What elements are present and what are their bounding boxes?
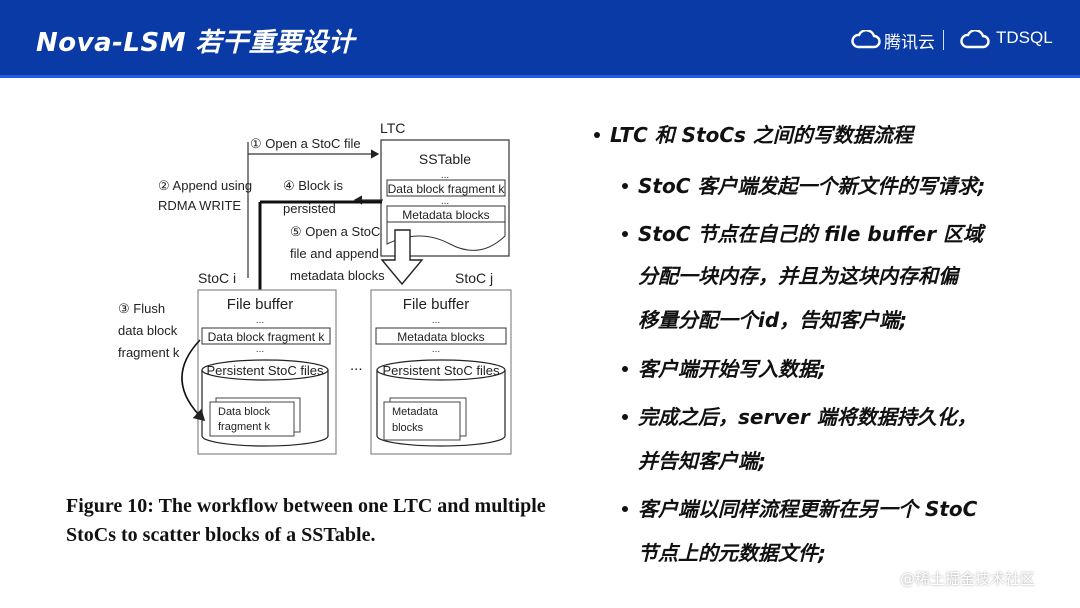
- ltc-row-data-block: [386, 179, 506, 197]
- stoc-j-persistent-label: Persistent StoC files: [382, 363, 500, 378]
- step3-label-2: data block: [118, 323, 178, 338]
- bullet-5-line-1: 节点上的元数据文件;: [638, 541, 826, 565]
- stoc-j-label: StoC j: [455, 270, 493, 286]
- brand-tencent-cloud: 腾讯云: [884, 33, 935, 52]
- step2-label-2: RDMA WRITE: [158, 198, 241, 213]
- ltc-row-metadata-label: Metadata blocks: [402, 208, 489, 222]
- stoc-j-ellipsis-1: ...: [432, 315, 440, 326]
- bullet-1-line-0: StoC 客户端发起一个新文件的写请求;: [638, 174, 986, 198]
- ltc-ellipsis-2: ...: [441, 196, 449, 207]
- bullet-3-line-0: 客户端开始写入数据;: [638, 357, 826, 381]
- step2-label-1: ② Append using: [158, 178, 252, 193]
- bullet-dot-4: [622, 414, 628, 420]
- stoc-j-file-front: [383, 401, 461, 441]
- brand-separator: [943, 30, 944, 50]
- page-title: Nova-LSM 若干重要设计: [36, 28, 355, 58]
- stoc-i-ellipsis-2: ...: [256, 344, 264, 355]
- figure-caption: Figure 10: The workflow between one LTC …: [66, 495, 546, 546]
- stoc-j-file-line-2: blocks: [392, 422, 424, 434]
- bullet-2-line-0: StoC 节点在自己的 file buffer 区域: [638, 222, 984, 246]
- step5-label-2: file and append: [290, 246, 379, 261]
- ltc-row-data-block-label: Data block fragment k: [388, 182, 506, 196]
- stoc-i-row: [201, 327, 331, 345]
- step3-label-3: fragment k: [118, 345, 180, 360]
- bullet-4-line-0: 完成之后，server 端将数据持久化，: [638, 405, 977, 429]
- stoc-i-label: StoC i: [198, 270, 236, 286]
- stoc-j-file-line-1: Metadata: [392, 406, 439, 418]
- ltc-row-metadata: [386, 205, 506, 223]
- step3-label-1: ③ Flush: [118, 301, 165, 316]
- ltc-label: LTC: [380, 120, 405, 136]
- bullet-2-line-1: 分配一块内存，并且为这块内存和偏: [638, 264, 958, 288]
- tencent-cloud-logo-icon: [851, 30, 881, 49]
- stoc-j-file-buffer: File buffer: [403, 296, 469, 313]
- bullet-dot-2: [622, 231, 628, 237]
- step3-flush-arrow: [181, 339, 206, 422]
- stoc-between-dots: ...: [350, 357, 363, 374]
- step4-label-2: persisted: [283, 201, 336, 216]
- step1-label: ① Open a StoC file: [250, 136, 361, 151]
- header-bar: Nova-LSM 若干重要设计 腾讯云 TDSQL: [0, 0, 1080, 78]
- brand-tdsql: TDSQL: [996, 28, 1053, 47]
- stoc-i-ellipsis-1: ...: [256, 315, 264, 326]
- step5-label-3: metadata blocks: [290, 268, 385, 283]
- bullet-dot-3: [622, 366, 628, 372]
- step5-label-1: ⑤ Open a StoC: [290, 224, 380, 239]
- stoc-i-persistent-label: Persistent StoC files: [206, 363, 324, 378]
- workflow-diagram: LTC SSTable ... Data block fragment k ..…: [118, 120, 512, 455]
- bullet-0-line-0: LTC 和 StoCs 之间的写数据流程: [610, 123, 913, 147]
- stoc-i-row-label: Data block fragment k: [208, 330, 326, 344]
- ltc-ellipsis-1: ...: [441, 170, 449, 181]
- metadata-hollow-arrow: [380, 229, 424, 286]
- stoc-j-cylinder-body: [376, 370, 506, 447]
- stoc-j-row: [375, 327, 507, 345]
- bullet-2-line-2: 移量分配一个id，告知客户端;: [638, 308, 908, 332]
- stoc-j-ellipsis-2: ...: [432, 344, 440, 355]
- bullet-dot-5: [622, 506, 628, 512]
- bullet-5-line-0: 客户端以同样流程更新在另一个 StoC: [638, 497, 978, 521]
- stoc-j-row-label: Metadata blocks: [397, 330, 484, 344]
- sstable-label: SSTable: [419, 151, 471, 167]
- watermark: @稀土掘金技术社区: [900, 570, 1036, 588]
- bullet-dot-0: [594, 132, 600, 138]
- bullet-4-line-1: 并告知客户端;: [638, 449, 766, 473]
- stoc-i-file-front: [209, 401, 295, 437]
- step4-label-1: ④ Block is: [283, 178, 344, 193]
- tdsql-cloud-logo-icon: [960, 30, 990, 49]
- bullet-dot-1: [622, 183, 628, 189]
- stoc-i-file-line-1: Data block: [218, 406, 270, 418]
- stoc-i-cylinder-body: [201, 370, 329, 447]
- stoc-i-file-buffer: File buffer: [227, 296, 293, 313]
- stoc-i-file-line-2: fragment k: [218, 421, 270, 433]
